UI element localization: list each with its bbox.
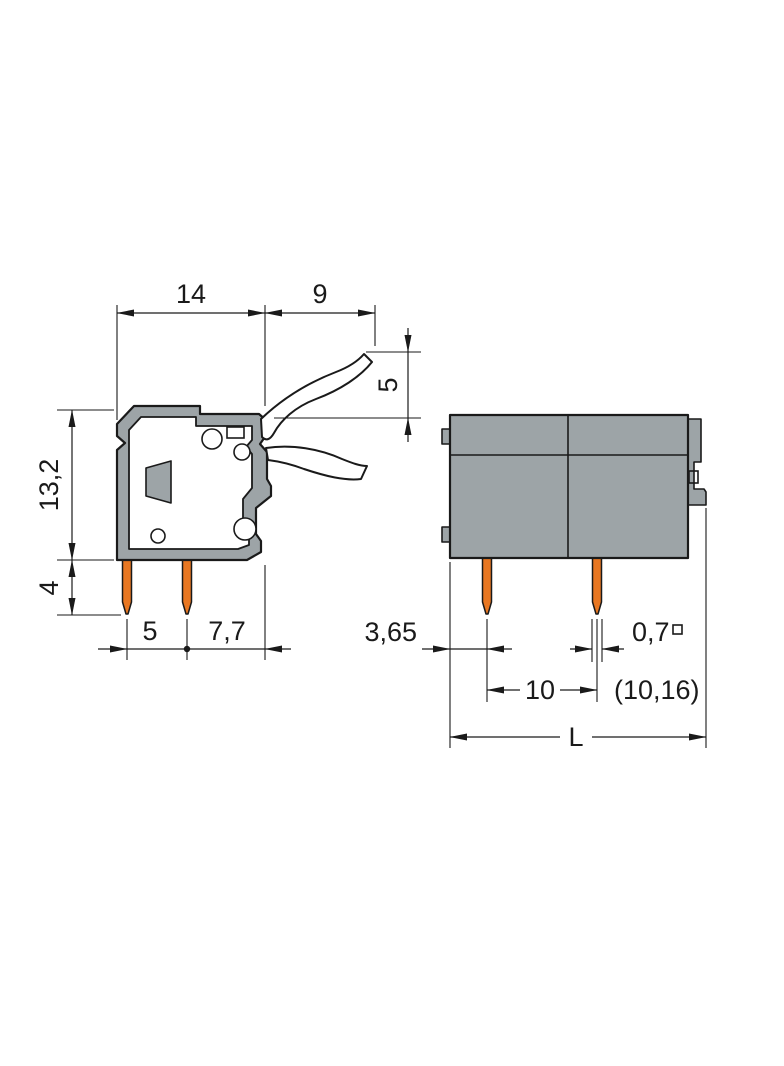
square-symbol bbox=[672, 624, 683, 635]
side-latch bbox=[687, 418, 707, 506]
housing-hole bbox=[201, 428, 223, 450]
pusher-slot bbox=[226, 426, 245, 439]
solder-pin bbox=[121, 556, 133, 615]
side-view: 14 9 5 13,2 4 5 7,7 bbox=[34, 279, 421, 660]
dim-label-pin-pitch-alt: (10,16) bbox=[614, 675, 700, 705]
dim-label-edge-to-pin: 3,65 bbox=[364, 617, 417, 647]
clamp-spring-upper bbox=[260, 353, 373, 441]
dim-label-body-height: 13,2 bbox=[34, 459, 64, 512]
dim-label-pin-pitch: 10 bbox=[525, 675, 555, 705]
solder-pin bbox=[591, 556, 603, 615]
housing-hole bbox=[233, 517, 257, 541]
dimension-dot bbox=[183, 645, 191, 653]
solder-pin bbox=[481, 556, 493, 615]
dim-label-pin-length: 4 bbox=[34, 580, 64, 595]
spring-seat bbox=[145, 460, 172, 504]
dim-label-pin-spacing: 5 bbox=[142, 616, 157, 646]
dim-label-pin-width: 0,7 bbox=[632, 617, 670, 647]
terminal-housing-front bbox=[448, 413, 690, 560]
front-view: 3,65 0,7 10 (10,16) L bbox=[364, 413, 707, 752]
clamp-spring-lower bbox=[265, 445, 368, 481]
dim-label-overall-length: L bbox=[568, 722, 583, 752]
dim-label-pin-to-edge: 7,7 bbox=[208, 616, 246, 646]
solder-pin bbox=[181, 556, 193, 615]
housing-hole bbox=[233, 443, 251, 461]
housing-hole bbox=[150, 528, 166, 544]
dim-label-lever-reach: 9 bbox=[312, 279, 327, 309]
dim-label-body-width: 14 bbox=[176, 279, 206, 309]
dim-label-lever-height: 5 bbox=[373, 377, 403, 392]
